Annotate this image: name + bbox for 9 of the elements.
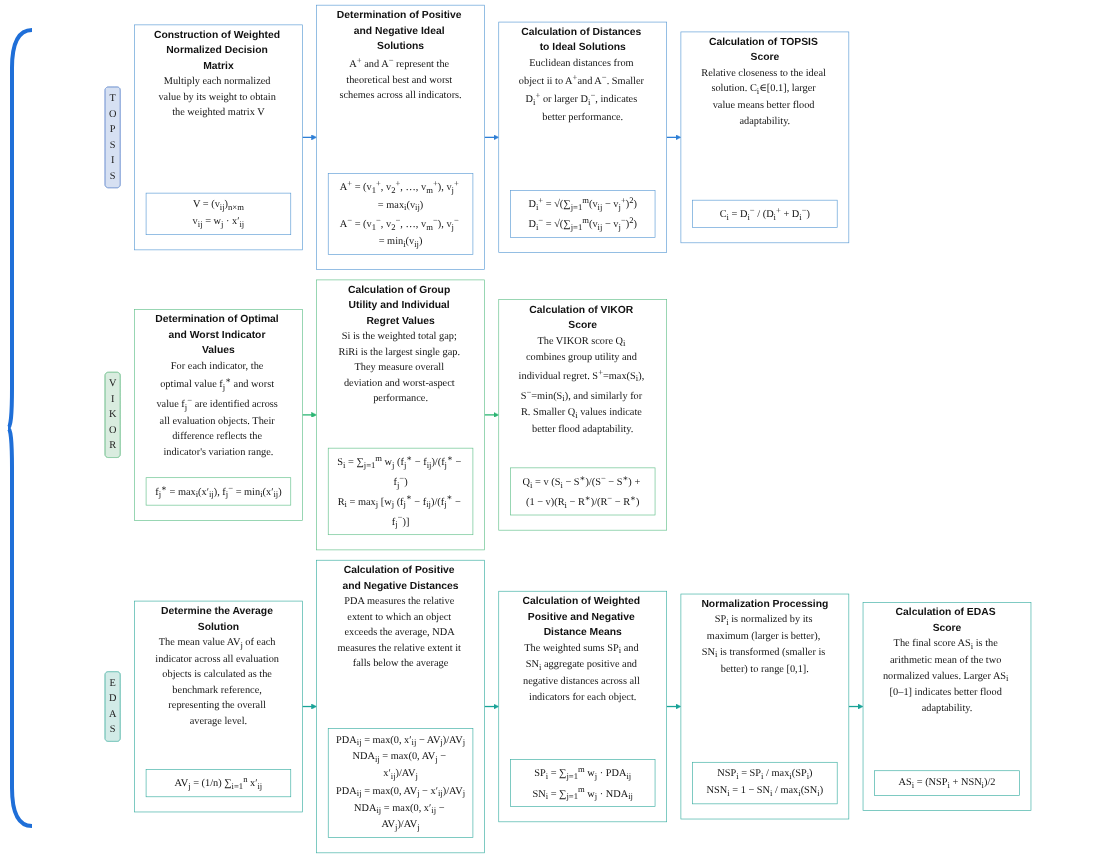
arrow — [666, 134, 682, 141]
arrow — [848, 703, 864, 710]
arrow — [301, 134, 317, 141]
arrow — [483, 703, 499, 710]
arrow — [483, 134, 499, 141]
arrow — [301, 412, 317, 418]
arrow — [301, 703, 317, 710]
arrow — [483, 412, 499, 418]
arrow — [666, 703, 682, 710]
